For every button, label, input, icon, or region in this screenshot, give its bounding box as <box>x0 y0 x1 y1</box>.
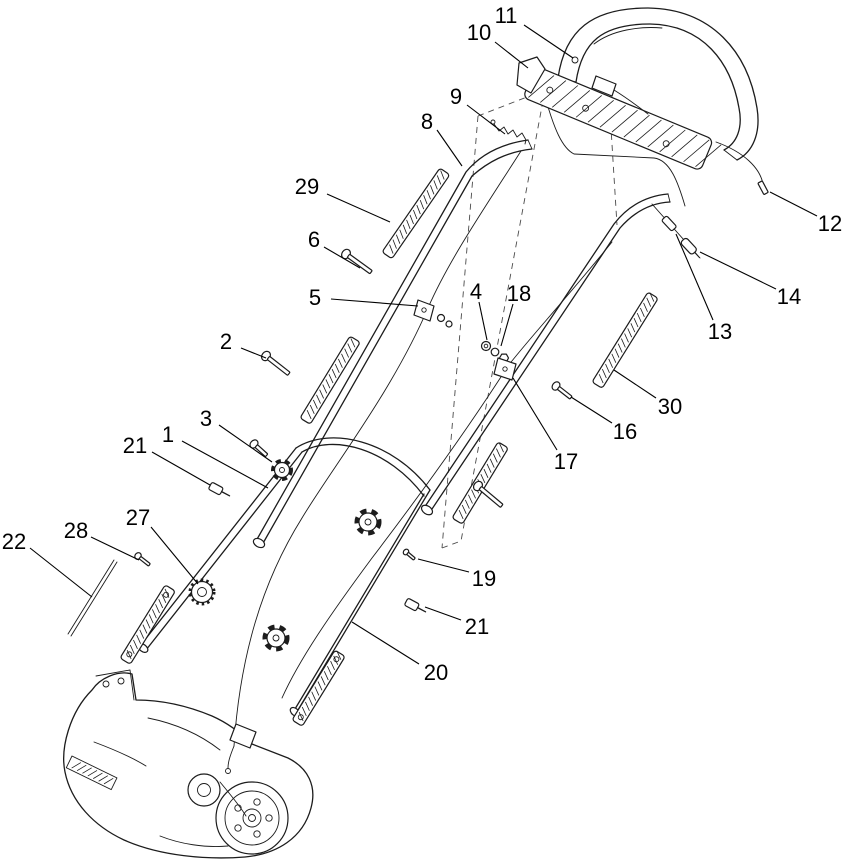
leader-line-30 <box>613 369 657 399</box>
leader-line-4 <box>478 301 488 341</box>
callout-9: 9 <box>450 84 462 109</box>
leader-line-29 <box>326 193 391 223</box>
callout-19: 19 <box>472 566 496 591</box>
knob-bolt-3 <box>249 439 269 457</box>
cable-tie-21-upper <box>208 482 231 497</box>
leader-line-6 <box>323 246 361 269</box>
callout-11: 11 <box>495 3 518 28</box>
mower-deck <box>63 669 314 859</box>
control-cables <box>233 99 764 747</box>
leader-line-8 <box>436 129 463 167</box>
leader-line-9 <box>466 104 506 135</box>
callout-13: 13 <box>708 319 732 344</box>
leader-line-13 <box>675 233 714 321</box>
bolt-mid <box>472 480 504 508</box>
upper-handle-tubes <box>252 139 671 549</box>
leader-line-17 <box>512 377 558 451</box>
callout-1: 1 <box>162 422 174 447</box>
callout-17: 17 <box>554 449 578 474</box>
leader-line-21 <box>151 451 211 486</box>
panel-bolt-11 <box>571 56 579 64</box>
wheel <box>215 781 289 855</box>
callout-4: 4 <box>470 279 482 304</box>
callout-18: 18 <box>507 281 531 306</box>
grip-strip-30 <box>592 292 658 388</box>
cable-connector-14 <box>680 237 700 259</box>
callout-22: 22 <box>2 529 26 554</box>
callout-2: 2 <box>220 329 232 354</box>
leader-line-5 <box>330 298 419 307</box>
callout-28: 28 <box>64 518 88 543</box>
leader-line-27 <box>150 526 199 585</box>
leader-line-28 <box>90 536 140 561</box>
callout-21: 21 <box>465 614 489 639</box>
callout-8: 8 <box>421 109 433 134</box>
bolt-16 <box>551 381 573 400</box>
star-knob-lower <box>262 624 290 652</box>
cable-connectors <box>661 180 769 259</box>
cable-fitting-13 <box>661 215 677 232</box>
cable-end-12 <box>757 180 769 195</box>
mount-bar-right <box>292 650 345 726</box>
callout-30: 30 <box>658 394 682 419</box>
lower-handle-tubes <box>137 437 431 718</box>
star-knob-mid-right <box>354 508 382 536</box>
leader-line-21 <box>424 606 462 621</box>
callout-12: 12 <box>818 211 842 236</box>
leader-line-20 <box>351 621 420 665</box>
callout-5: 5 <box>309 285 321 310</box>
cable-clamp-17 <box>493 357 517 381</box>
washer-18 <box>490 347 500 357</box>
bolt-19 <box>402 548 416 561</box>
alignment-dashed-lines <box>441 89 618 549</box>
mount-bar-left <box>120 585 175 664</box>
leader-line-12 <box>769 191 818 217</box>
callout-6: 6 <box>308 227 320 252</box>
callout-14: 14 <box>777 284 801 309</box>
leader-line-18 <box>500 303 514 347</box>
starter-grip <box>591 75 617 97</box>
cable-tie-21-lower <box>404 598 427 613</box>
leader-line-3 <box>218 424 273 463</box>
callout-20: 20 <box>424 660 448 685</box>
star-knob-3 <box>271 459 293 481</box>
callout-10: 10 <box>467 20 491 45</box>
leader-line-1 <box>181 440 269 489</box>
callout-16: 16 <box>613 419 637 444</box>
bolt-6 <box>341 248 373 275</box>
upper-handle-assembly <box>516 7 759 170</box>
leader-line-10 <box>494 41 529 69</box>
leader-line-22 <box>29 547 93 598</box>
bolt-2 <box>260 350 291 376</box>
leader-line-16 <box>570 396 613 424</box>
knob-27 <box>188 578 216 606</box>
callout-27: 27 <box>126 505 150 530</box>
callout-3: 3 <box>200 406 212 431</box>
handle-bracket-10 <box>516 56 546 94</box>
leader-line-2 <box>240 347 267 359</box>
callout-21: 21 <box>123 433 147 458</box>
console-panel <box>524 67 722 170</box>
leader-line-11 <box>523 24 574 59</box>
grip-strip-29 <box>382 168 450 259</box>
cable-clamp-5 <box>413 299 453 328</box>
leader-line-14 <box>699 251 777 290</box>
screw-28 <box>134 552 151 567</box>
leader-line-19 <box>417 558 470 573</box>
callout-29: 29 <box>295 174 319 199</box>
grip-strip-left-mid <box>300 336 360 424</box>
washer-4 <box>480 340 492 352</box>
spring-9 <box>490 119 527 145</box>
rod-22 <box>67 559 118 637</box>
